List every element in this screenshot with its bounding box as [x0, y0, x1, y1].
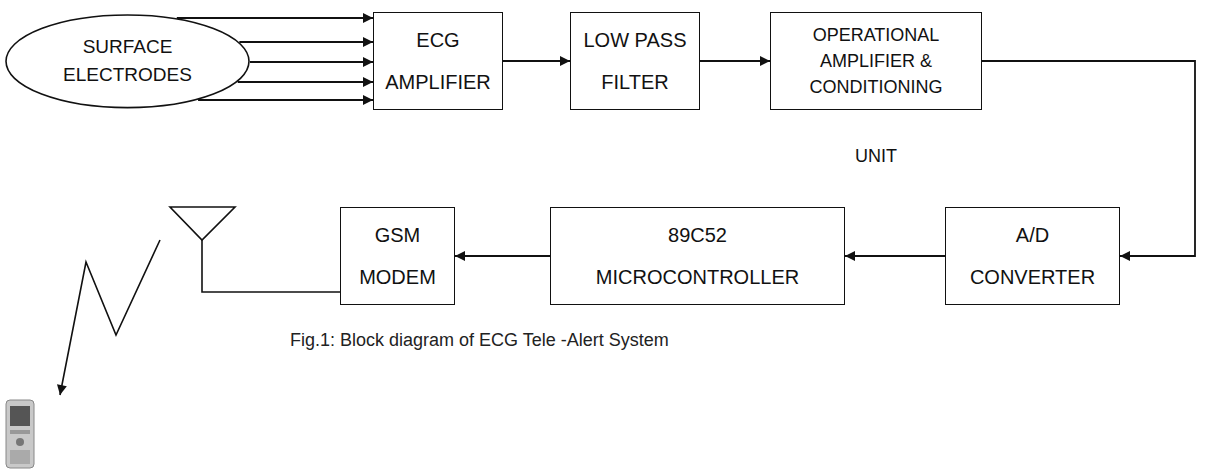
process-box: GSM MODEM — [340, 207, 455, 305]
mobile-phone — [6, 400, 34, 468]
process-box: OPERATIONAL AMPLIFIER & CONDITIONINGUNIT — [770, 12, 982, 110]
electrode-ellipse: SURFACE ELECTRODES — [5, 14, 250, 109]
signal-arrow — [503, 60, 570, 62]
signal-arrow — [239, 41, 373, 43]
process-box: 89C52 MICROCONTROLLER — [550, 207, 845, 305]
signal-arrow — [845, 255, 945, 257]
figure-caption: Fig.1: Block diagram of ECG Tele -Alert … — [290, 330, 669, 351]
block-label: 89C52 MICROCONTROLLER — [593, 214, 803, 298]
ellipse-outline — [5, 14, 250, 109]
block-label-continued: UNIT — [731, 146, 1021, 168]
block-label: LOW PASS FILTER — [580, 19, 690, 103]
signal-arrow — [455, 255, 550, 257]
block-label: A/D CONVERTER — [968, 214, 1098, 298]
signal-arrow — [700, 60, 770, 62]
block-label: ECG AMPLIFIER — [383, 19, 493, 103]
antenna-symbol — [170, 207, 340, 292]
process-box: ECG AMPLIFIER — [373, 12, 503, 110]
process-box: A/D CONVERTER — [945, 207, 1120, 305]
block-label: GSM MODEM — [353, 214, 443, 298]
block-label: OPERATIONAL AMPLIFIER & CONDITIONING — [778, 22, 974, 100]
block-label: SURFACE ELECTRODES — [55, 33, 200, 90]
signal-arrow — [177, 17, 373, 19]
process-box: LOW PASS FILTER — [570, 12, 700, 110]
signal-arrow — [250, 61, 373, 63]
wireless-signal — [60, 240, 160, 395]
signal-arrow — [198, 99, 373, 101]
signal-arrow — [238, 81, 373, 83]
